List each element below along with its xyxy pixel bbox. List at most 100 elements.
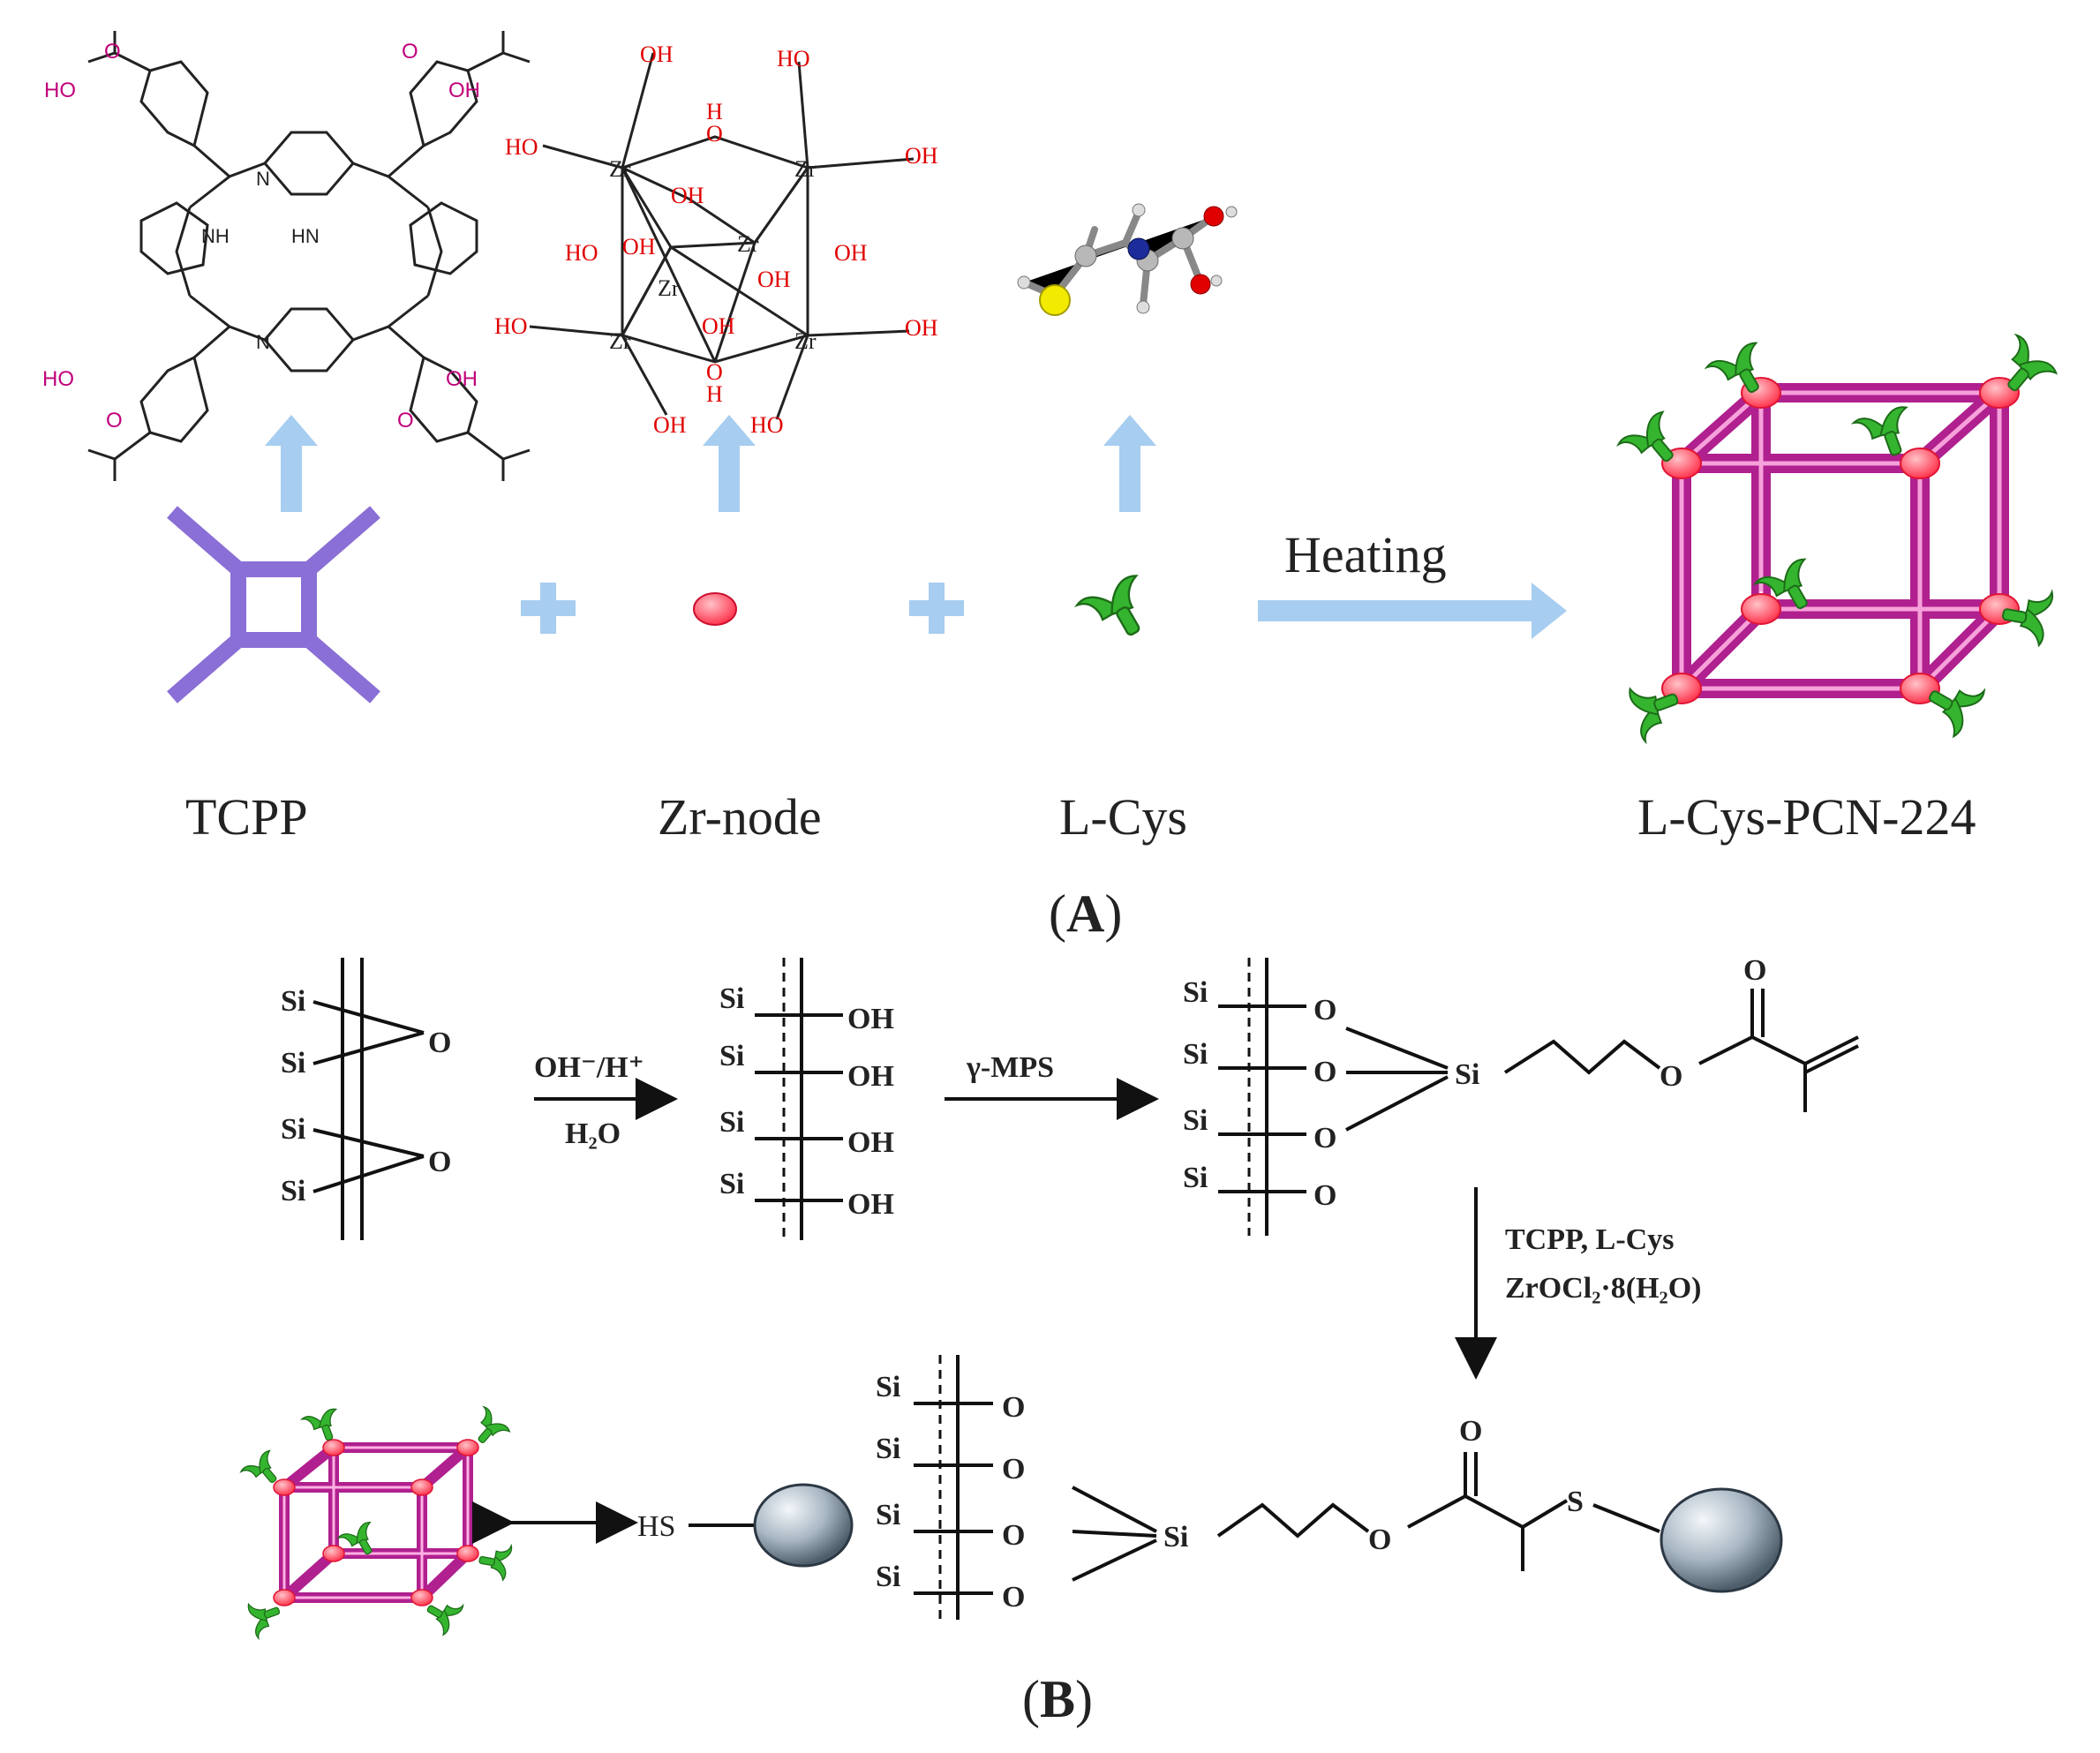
tcpp-o-tl: O — [104, 40, 121, 64]
zr-atom-5: Zr — [609, 328, 631, 354]
oh-group: OH — [847, 1126, 894, 1159]
reagent-oh-h: OH⁻/H⁺ — [534, 1051, 644, 1084]
si-atom: Si — [876, 1433, 900, 1465]
zr-oh-7: OH — [622, 234, 656, 260]
tcpp-o-tr: O — [402, 40, 418, 64]
si-atom: Si — [281, 985, 305, 1018]
tcpp-ho-tl: HO — [44, 79, 76, 102]
o-atom: O — [428, 1146, 451, 1178]
si-atom: Si — [1183, 1104, 1208, 1137]
tcpp-linker-icon — [167, 506, 380, 703]
up-arrow-cys — [1103, 415, 1156, 512]
zr-oh-12: OH — [905, 315, 938, 341]
si-atom: Si — [1183, 1038, 1208, 1071]
o-atom: O — [1313, 994, 1336, 1027]
oh-group: OH — [847, 1003, 894, 1035]
zr-ho-2: HO — [777, 46, 810, 71]
l-cys-icon — [1075, 569, 1162, 652]
o-atom: O — [1313, 1179, 1336, 1212]
zr-h-bottom: H — [706, 381, 723, 407]
zr-oh-5: OH — [671, 183, 704, 208]
si-atom: Si — [876, 1561, 900, 1593]
mof-cube-small — [239, 1405, 513, 1640]
silica-siloxane-surface: Si Si Si Si O O — [281, 958, 451, 1240]
mof-cube-large — [1616, 333, 2060, 743]
panel-b-tag: (B) — [1022, 1670, 1093, 1728]
zr-atom-2: Zr — [794, 156, 817, 182]
s-atom: S — [1567, 1486, 1584, 1518]
silica-silanol-surface: Si Si Si Si OH OH OH OH — [719, 958, 894, 1240]
zr-atom-1: Zr — [609, 156, 631, 182]
plus-sign-1 — [521, 583, 576, 634]
tcpp-structure: N N NH HN HO O O OH HO O O OH — [42, 31, 531, 481]
zr-atom-4: Zr — [658, 275, 680, 301]
panel-a-tag: (A) — [1049, 884, 1122, 943]
zr-oh-9: OH — [757, 267, 791, 292]
zr-oh-13: OH — [653, 412, 687, 438]
si-atom: Si — [719, 1168, 744, 1200]
label-l-cys: L-Cys — [1059, 788, 1187, 846]
plus-sign-2 — [909, 583, 964, 634]
label-tcpp: TCPP — [185, 788, 308, 846]
zr-oh-1: OH — [640, 41, 674, 67]
tcpp-hn: HN — [291, 225, 320, 247]
zr-ho-11: HO — [494, 313, 528, 339]
oh-group: OH — [847, 1188, 894, 1221]
up-arrows — [265, 415, 1156, 512]
tcpp-nh: NH — [201, 225, 230, 247]
si-atom: Si — [281, 1113, 305, 1146]
si-atom-mps: Si — [1455, 1058, 1479, 1091]
zr-node-structure: Zr Zr Zr Zr Zr Zr OH HO HO OH H O OH HO … — [494, 41, 938, 438]
si-atom: Si — [876, 1371, 900, 1403]
tcpp-ho-bl: HO — [42, 367, 74, 391]
zr-o-bottom: O — [706, 359, 723, 385]
o-atom-carbonyl: O — [1459, 1415, 1482, 1448]
si-atom: Si — [1183, 1162, 1208, 1194]
si-atom: Si — [719, 982, 744, 1015]
tcpp-o-br: O — [397, 409, 414, 433]
protein-sphere-right — [1660, 1487, 1783, 1593]
tcpp-n-bottom: N — [256, 331, 270, 353]
o-atom: O — [1313, 1122, 1336, 1155]
label-zr-node: Zr-node — [658, 788, 822, 846]
o-atom: O — [1313, 1056, 1336, 1088]
oh-group: OH — [847, 1060, 894, 1093]
up-arrow-tcpp — [265, 415, 318, 512]
tcpp-oh-tr: OH — [448, 79, 480, 102]
si-atom-linker: Si — [1163, 1521, 1188, 1554]
si-atom: Si — [876, 1499, 900, 1531]
reagent-tcpp-lcys: TCPP, L-Cys — [1505, 1223, 1674, 1256]
o-atom-carbonyl: O — [1743, 954, 1766, 987]
heating-arrow — [1258, 583, 1567, 639]
zr-ho-6: HO — [565, 240, 598, 266]
si-atom: Si — [281, 1175, 305, 1208]
zr-h-top: H — [706, 99, 723, 124]
o-atom: O — [1002, 1453, 1025, 1486]
o-atom: O — [428, 1027, 451, 1059]
tcpp-n-top: N — [256, 168, 270, 190]
zr-atom-6: Zr — [794, 328, 817, 354]
hs-group: HS — [637, 1510, 675, 1543]
tcpp-o-bl: O — [106, 409, 123, 433]
zr-oh-10: OH — [702, 313, 735, 339]
o-atom: O — [1002, 1581, 1025, 1614]
o-atom: O — [1002, 1391, 1025, 1424]
zr-oh-4: OH — [905, 143, 938, 169]
reagent-gamma-mps: γ-MPS — [966, 1051, 1054, 1084]
si-atom: Si — [719, 1106, 744, 1139]
si-atom: Si — [281, 1047, 305, 1080]
silica-mps-surface: Si Si Si Si O O O O Si O O — [1183, 954, 1859, 1236]
zr-o-top: O — [706, 121, 723, 147]
heating-label: Heating — [1284, 526, 1447, 583]
o-atom: O — [1002, 1519, 1025, 1552]
zr-ho-3: HO — [505, 134, 538, 160]
zr-oh-8: OH — [834, 240, 868, 266]
protein-sphere-left — [753, 1483, 854, 1568]
si-atom: Si — [1183, 976, 1208, 1009]
reagent-zrocl2: ZrOCl₂·8(H₂O) — [1505, 1272, 1701, 1305]
tcpp-oh-br: OH — [446, 367, 478, 391]
o-atom-ester: O — [1368, 1524, 1391, 1556]
label-l-cys-pcn-224: L-Cys-PCN-224 — [1637, 788, 1976, 846]
silica-mof-product: Si Si Si Si O O O O Si O O S — [876, 1355, 1783, 1620]
